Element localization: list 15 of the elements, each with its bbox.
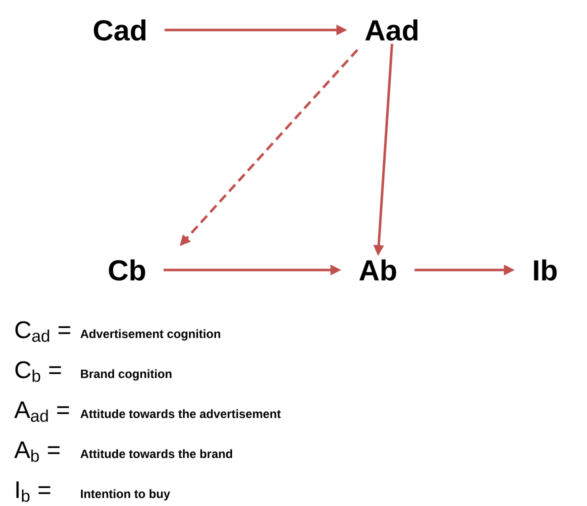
definition-text: Attitude towards the brand (80, 449, 232, 458)
node-label: Ab (359, 259, 396, 281)
symbol-label: C$_{b}$ = (15, 361, 61, 382)
definition-text: Brand cognition (81, 369, 172, 381)
node-label: Aad (365, 19, 418, 41)
symbol-label: A$_{b}$ = (14, 441, 60, 462)
definition-text: Intention to buy (81, 489, 170, 500)
definition-text: Advertisement cognition (80, 329, 220, 341)
symbol-label: A$_{ad}$ = (14, 401, 69, 422)
symbol-label: C$_{ad}$ = (15, 321, 70, 342)
definition-text: Attitude towards the advertisement (80, 409, 281, 418)
node-label: Cad (94, 19, 146, 41)
symbol-label: I$_{b}$ = (16, 481, 50, 502)
node-label: Cb (108, 259, 146, 281)
node-label: Ib (534, 259, 557, 281)
